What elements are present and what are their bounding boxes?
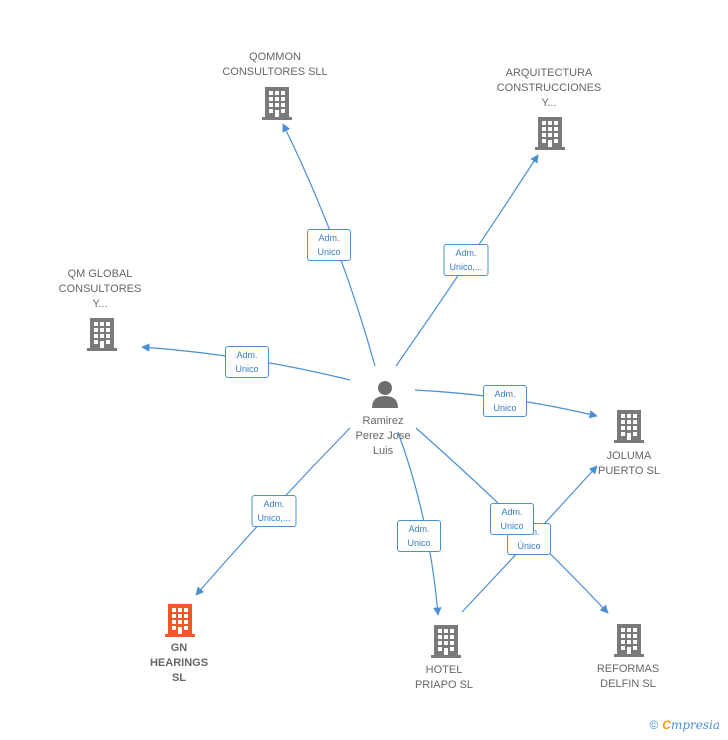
center-person-name[interactable]: Ramirez Perez Jose Luis — [355, 415, 411, 457]
company-label-qm-global[interactable]: QM GLOBAL CONSULTORES Y... — [58, 268, 142, 310]
company-label-qommon[interactable]: QOMMON CONSULTORES SLL — [222, 51, 328, 78]
copyright-symbol: © — [649, 718, 659, 732]
edge-label-arquitectura: Adm. Unico,... — [443, 244, 489, 276]
edge-label-qommon: Adm. Unico — [307, 229, 351, 261]
edge-label-qm-global: Adm. Unico — [225, 346, 269, 378]
person-icon[interactable] — [370, 379, 400, 409]
building-icon-gn-hearings[interactable] — [165, 603, 195, 637]
edge-label-hotel-priapo: Adm. Unico — [397, 520, 441, 552]
brand-logo-text: mpresia — [670, 718, 720, 732]
building-icon-joluma[interactable] — [614, 409, 644, 443]
company-label-hotel-priapo[interactable]: HOTEL PRIAPO SL — [414, 664, 474, 691]
company-label-joluma[interactable]: JOLUMA PUERTO SL — [598, 450, 660, 477]
building-icon-qm-global[interactable] — [87, 317, 117, 351]
company-label-gn-hearings[interactable]: GN HEARINGS SL — [149, 642, 209, 684]
edge-label-joluma: Adm. Unico — [483, 385, 527, 417]
building-icon-arquitectura[interactable] — [535, 116, 565, 150]
edge-label-gn-hearings: Adm. Unico,... — [251, 495, 297, 527]
company-label-arquitectura[interactable]: ARQUITECTURA CONSTRUCCIONES Y... — [496, 67, 602, 109]
brand-logo-letter: C — [662, 718, 671, 732]
footer-brand[interactable]: ©Cmpresia — [649, 718, 720, 732]
edge-label-reformas: Adm. Unico — [490, 503, 534, 535]
building-icon-qommon[interactable] — [262, 86, 292, 120]
company-label-reformas[interactable]: REFORMAS DELFIN SL — [596, 663, 660, 690]
building-icon-reformas[interactable] — [614, 623, 644, 657]
building-icon-hotel-priapo[interactable] — [431, 624, 461, 658]
